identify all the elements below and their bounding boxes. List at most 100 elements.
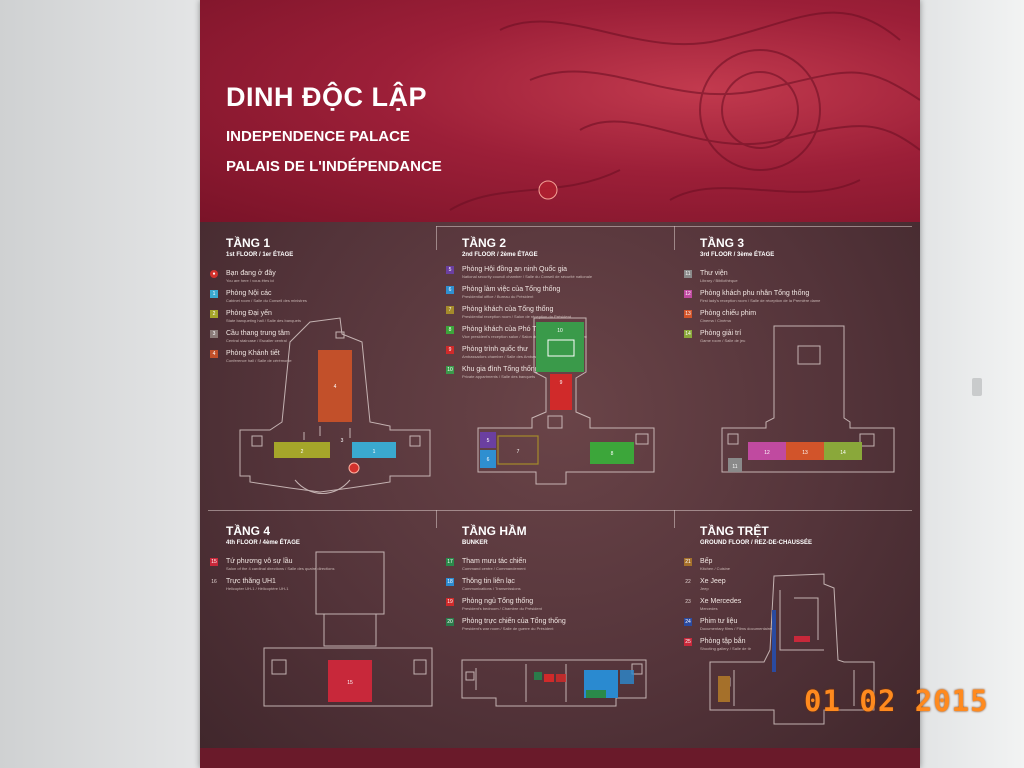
legend-sublabel: Game room / Salle de jeu: [700, 338, 746, 343]
floor-1-plan: 4 2 1 3: [239, 317, 431, 494]
panel-subheading: BUNKER: [462, 540, 488, 546]
board-bottom-strip: [200, 748, 920, 768]
legend-label: Phòng chiếu phim: [700, 310, 757, 317]
floor-panels: TẦNG 1 1st FLOOR / 1er ÉTAGE ●Bạn đang ở…: [200, 222, 920, 768]
divider: [674, 226, 912, 227]
room-khach-pho-tong-thong: [590, 442, 634, 464]
panel-subheading: GROUND FLOOR / REZ-DE-CHAUSSÉE: [700, 540, 813, 546]
room-gia-dinh: [536, 322, 584, 372]
legend-number: 10: [446, 366, 454, 374]
plan-label: 5: [487, 438, 490, 444]
legend-sublabel: Documentary films / Films documentaires: [700, 626, 774, 631]
plan-label: 9: [560, 380, 563, 386]
legend-label: Phòng khách phu nhân Tổng thống: [700, 290, 810, 297]
legend-number: 7: [446, 306, 454, 314]
legend-number: 15: [210, 558, 218, 566]
legend-label: Phòng Đại yến: [226, 310, 272, 317]
legend-number: 3: [210, 330, 218, 338]
legend-number: 9: [446, 346, 454, 354]
legend-sublabel: Shooting gallery / Salle de tir: [700, 646, 751, 651]
panel-subheading: 1st FLOOR / 1er ÉTAGE: [226, 252, 294, 258]
legend-label: Cầu thang trung tâm: [226, 330, 290, 337]
you-are-here-marker: [348, 462, 360, 474]
legend-sublabel: Central staircase / Escalier central: [226, 338, 287, 343]
room-noi-cac: [352, 442, 396, 458]
room-trinh-quoc-thu: [550, 374, 572, 410]
legend-sublabel: Kitchen / Cuisine: [700, 566, 731, 571]
floor-4-plan: 15: [263, 551, 433, 707]
plan-label: 11: [732, 464, 737, 470]
room-tham-muu: [586, 690, 606, 698]
legend-sublabel: Conference hall / Salle de cérémonie: [226, 358, 292, 363]
legend-number: 5: [446, 266, 454, 274]
legend-number: 6: [446, 286, 454, 294]
legend-sublabel: President's war room / Salle de guerre d…: [462, 626, 554, 631]
legend-label: Xe Mercedes: [700, 598, 742, 605]
panel-subheading: 4th FLOOR / 4ème ÉTAGE: [226, 540, 300, 546]
room-ngu-tong-thong: [544, 674, 554, 682]
legend-number: 24: [684, 618, 692, 626]
legend-number: 19: [446, 598, 454, 606]
plan-label: 1: [373, 449, 376, 455]
legend-sublabel: Ambassadors chamber / Salle des Ambassad…: [462, 354, 551, 359]
legend-label: Phòng ngủ Tổng thống: [462, 598, 534, 605]
legend-sublabel: Presidential office / Bureau du Présiden…: [462, 294, 534, 299]
room-thu-vien: [728, 458, 742, 472]
title-english: INDEPENDENCE PALACE: [226, 128, 410, 145]
legend-number: 14: [684, 330, 692, 338]
legend-number: 17: [446, 558, 454, 566]
legend-sublabel: Library / Bibliothèque: [700, 278, 738, 283]
divider: [436, 226, 674, 227]
legend-sublabel: You are here / vous êtes ici: [226, 278, 275, 283]
plan-label: 14: [840, 450, 846, 456]
legend-label: Phòng Hội đồng an ninh Quốc gia: [462, 266, 568, 273]
legend-sublabel: Communications / Transmissions: [462, 586, 521, 591]
floor-2-plan: 10 9 5 6 7 8: [477, 317, 655, 485]
room-lam-viec: [480, 450, 496, 468]
legend-label: Phim tư liệu: [700, 618, 738, 625]
legend-sublabel: Cabinet room / Salle du Conseil des mini…: [226, 298, 307, 303]
room-phim-tu-lieu: [772, 610, 776, 672]
legend-number: ●: [210, 270, 218, 278]
title-banner: DINH ĐỘC LẬP INDEPENDENCE PALACE PALAIS …: [200, 0, 920, 222]
plan-label: 13: [802, 450, 808, 456]
panel-heading: TẦNG 4: [226, 524, 271, 538]
legend-number: 20: [446, 618, 454, 626]
room-khach-tong-thong: [497, 435, 539, 465]
panel-ground-floor: TẦNG TRỆT GROUND FLOOR / REZ-DE-CHAUSSÉE…: [674, 510, 920, 768]
floor-3-plan: 11 12 13 14: [721, 325, 895, 473]
room-khanh-tiet: [318, 350, 352, 422]
panel-heading: TẦNG TRỆT: [700, 524, 769, 538]
room-hoi-dong: [480, 432, 496, 448]
panel-heading: TẦNG 2: [462, 236, 507, 250]
legend-label: Phòng Nội các: [226, 290, 272, 297]
legend-sublabel: First lady's reception room / Salle de r…: [700, 298, 821, 303]
wall-left: [0, 0, 200, 768]
panel-subheading: 3rd FLOOR / 3ème ÉTAGE: [700, 252, 775, 258]
plan-label: 15: [347, 680, 353, 686]
information-board: DINH ĐỘC LẬP INDEPENDENCE PALACE PALAIS …: [200, 0, 920, 768]
divider: [436, 226, 437, 250]
legend-label: Thư viện: [700, 270, 728, 277]
legend-sublabel: National security council chamber / Sall…: [462, 274, 593, 279]
